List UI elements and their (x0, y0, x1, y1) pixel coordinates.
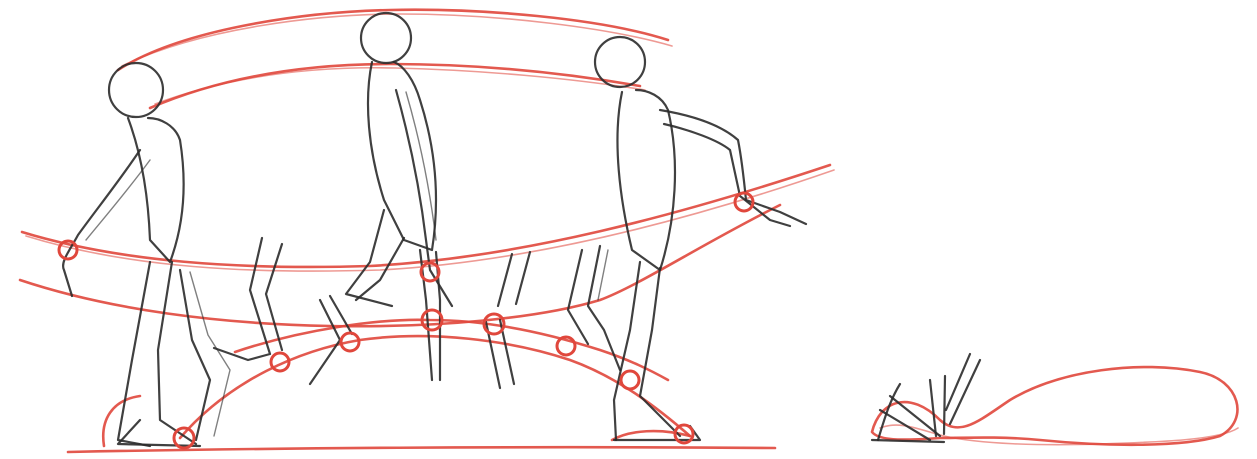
foot-stroke-5 (946, 354, 970, 410)
wrist-arc-lower (20, 205, 780, 326)
foot-stroke-8 (872, 440, 944, 442)
leg-swing-1b (266, 244, 282, 350)
shin-2a (310, 300, 340, 384)
leg-back-3b (568, 250, 588, 344)
shin-2f (516, 252, 530, 304)
head-arc-lower (150, 64, 640, 108)
leg-back-1b (190, 272, 230, 436)
head-3 (595, 37, 645, 87)
torso-2 (368, 62, 436, 250)
arm-2 (396, 90, 452, 306)
foot-loop (872, 367, 1237, 445)
foot-path-detail (872, 354, 1238, 445)
ankle-joint-2 (621, 371, 639, 389)
leg-front-1 (118, 262, 150, 446)
motion-arcs (20, 10, 834, 452)
arm-back-1b (86, 160, 150, 240)
arm-back-1 (63, 150, 140, 296)
foot-stroke-4 (944, 376, 945, 434)
head-arc-lower-2 (155, 68, 645, 104)
leg-swing-1 (214, 238, 270, 360)
arm-2b (406, 92, 436, 240)
shin-2e (498, 254, 512, 306)
head-2 (361, 13, 411, 63)
leg-front-1b (158, 262, 196, 444)
leg-back-3c (598, 250, 608, 300)
ground-line (68, 447, 775, 452)
figure-contact-right (568, 37, 806, 440)
head-1 (109, 63, 163, 117)
torso-3 (617, 90, 675, 270)
figure-contact-left (63, 63, 282, 446)
leg-rear-2 (346, 210, 392, 306)
foot-stroke-1 (880, 410, 930, 440)
torso-1 (128, 118, 184, 262)
wrist-arc-upper-2 (26, 170, 834, 271)
leg-back-1 (180, 270, 210, 440)
